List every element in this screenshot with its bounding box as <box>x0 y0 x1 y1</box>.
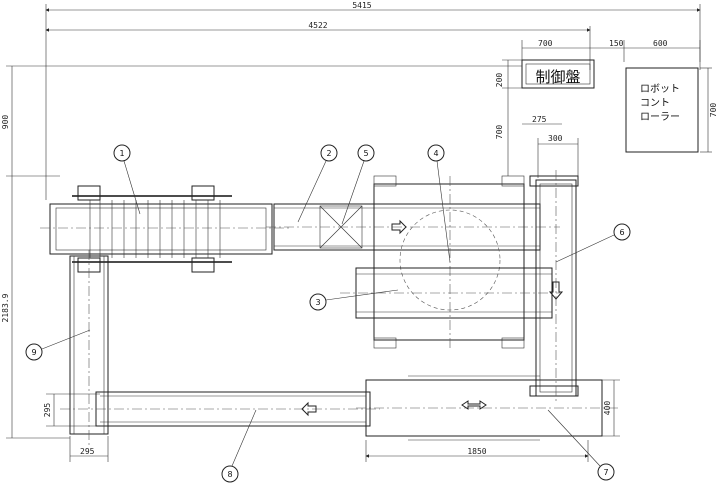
balloon-9-text: 9 <box>31 348 36 357</box>
dim-text-300: 300 <box>548 134 563 143</box>
dimension-295-horizontal: 295 <box>69 436 109 462</box>
dimension-700-150-600: 700 150 600 <box>521 39 701 62</box>
balloon-8: 8 <box>221 409 257 483</box>
control-panel-label: 制御盤 <box>535 68 580 86</box>
dim-text-400: 400 <box>603 401 612 416</box>
dimension-1850: 1850 <box>365 440 589 462</box>
dimension-2183-9: 2183.9 <box>1 176 70 439</box>
balloon-8-text: 8 <box>227 470 232 479</box>
balloon-3: 3 <box>309 289 399 311</box>
balloon-2: 2 <box>297 144 338 223</box>
balloon-2-text: 2 <box>326 149 331 158</box>
dim-text-600: 600 <box>653 39 668 48</box>
dim-text-275: 275 <box>532 115 547 124</box>
dim-text-5415: 5415 <box>352 1 371 10</box>
dimension-295-vertical: 295 <box>43 393 100 427</box>
dim-text-robot-ctrl-700: 700 <box>709 103 718 118</box>
robot-controller-box: ロボット コント ローラー 700 <box>625 67 718 153</box>
conveyor-7: 400 <box>356 375 620 441</box>
balloon-9: 9 <box>25 329 91 361</box>
dimension-5415: 5415 <box>45 1 701 200</box>
balloon-1: 1 <box>113 144 141 215</box>
dim-text-200: 200 <box>495 73 504 88</box>
dimension-200-700-vertical: 200 700 <box>495 59 522 176</box>
balloon-3-text: 3 <box>315 298 320 307</box>
dim-text-1850: 1850 <box>467 447 486 456</box>
conveyor-9 <box>69 250 109 446</box>
dim-text-700-panel: 700 <box>538 39 553 48</box>
conveyor-1 <box>40 185 290 273</box>
control-panel-box: 制御盤 <box>521 59 595 89</box>
conveyor-8 <box>60 391 380 427</box>
dim-text-150: 150 <box>609 39 624 48</box>
dimension-4522: 4522 <box>45 21 591 70</box>
dim-text-4522: 4522 <box>308 21 327 30</box>
dim-text-700-vertical: 700 <box>495 125 504 140</box>
robot-controller-line-3: ローラー <box>640 111 680 123</box>
dimension-275-300: 275 300 <box>522 115 579 178</box>
balloon-7: 7 <box>547 409 615 481</box>
dim-text-2183-9: 2183.9 <box>1 293 10 322</box>
dim-text-295-vertical: 295 <box>43 403 52 418</box>
balloon-5-text: 5 <box>363 149 368 158</box>
dim-text-295-horizontal: 295 <box>80 447 95 456</box>
dimension-900: 900 <box>1 65 522 177</box>
balloon-1-text: 1 <box>119 149 124 158</box>
robot-controller-line-2: コント <box>640 98 670 109</box>
conveyor-6 <box>529 170 579 404</box>
balloon-7-text: 7 <box>603 468 608 477</box>
conveyor-2 <box>266 203 560 251</box>
balloon-6-text: 6 <box>619 228 624 237</box>
balloon-4: 4 <box>427 144 451 263</box>
balloon-6: 6 <box>555 223 631 263</box>
balloon-4-text: 4 <box>433 149 438 158</box>
dim-text-900: 900 <box>1 115 10 130</box>
robot-controller-line-1: ロボット <box>640 83 680 95</box>
balloon-5: 5 <box>341 144 375 225</box>
rotary-table-4 <box>373 175 525 349</box>
